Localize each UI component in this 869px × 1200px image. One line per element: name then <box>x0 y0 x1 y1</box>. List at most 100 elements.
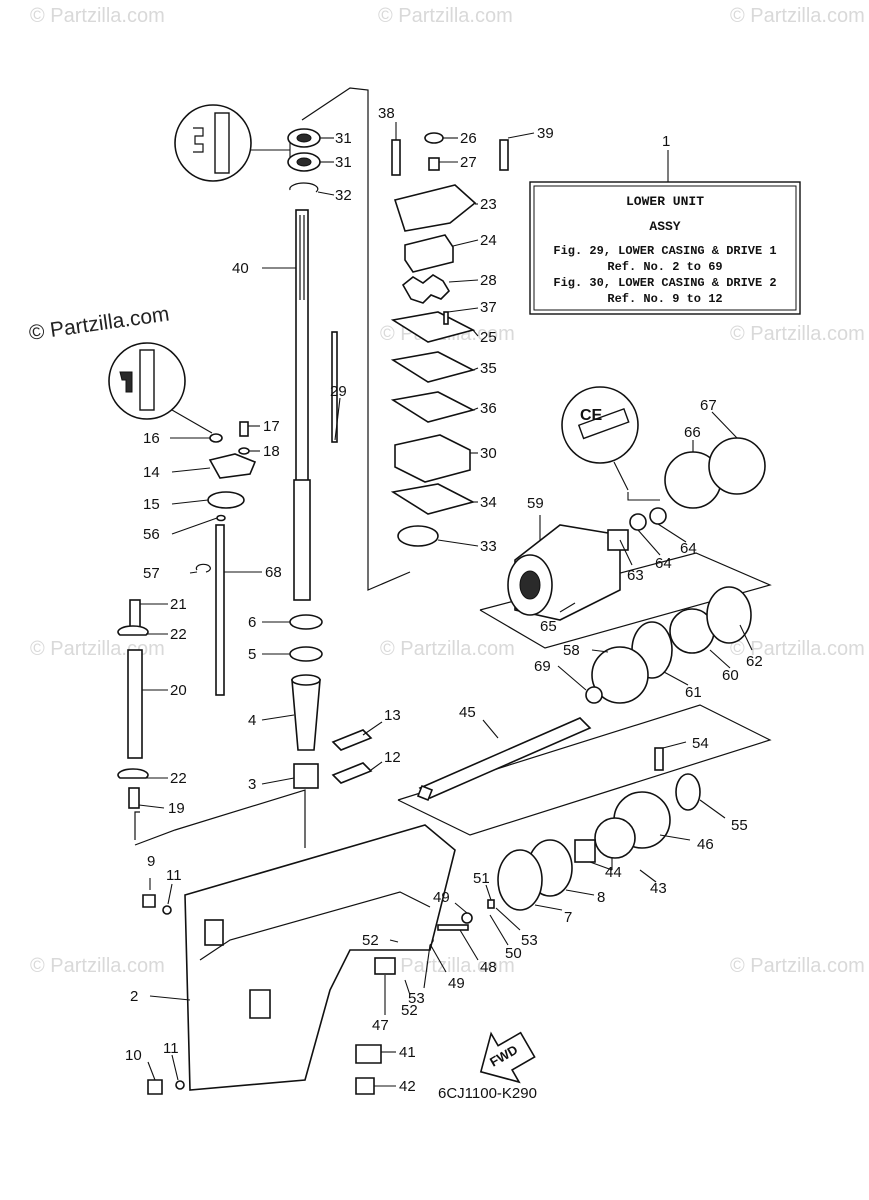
callout-29: 29 <box>330 383 347 400</box>
watermark-text: © Partzilla.com <box>30 638 165 660</box>
callout-19: 19 <box>168 800 185 817</box>
callout-11: 11 <box>163 1040 179 1057</box>
callout-39: 39 <box>537 125 554 142</box>
callout-41: 41 <box>399 1044 416 1061</box>
title-box-line: Ref. No. 2 to 69 <box>607 260 722 274</box>
group-outlines <box>134 87 772 848</box>
water-pump-stack <box>390 132 509 547</box>
callout-65: 65 <box>540 618 557 635</box>
callout-9: 9 <box>147 853 155 870</box>
watermark-text: © Partzilla.com <box>30 955 165 977</box>
callout-7: 7 <box>564 909 572 926</box>
callout-27: 27 <box>460 154 477 171</box>
callout-59: 59 <box>527 495 544 512</box>
callout-42: 42 <box>399 1078 416 1095</box>
callout-60: 60 <box>722 667 739 684</box>
callout-25: 25 <box>480 329 497 346</box>
lower-gear-group <box>497 747 701 911</box>
fwd-arrow: FWD <box>479 1031 536 1084</box>
callout-1: 1 <box>662 133 670 150</box>
callout-55: 55 <box>731 817 748 834</box>
callout-40: 40 <box>232 260 249 277</box>
watermark-text: © Partzilla.com <box>380 955 515 977</box>
callout-23: 23 <box>480 196 497 213</box>
callout-47: 47 <box>372 1017 389 1034</box>
callout-52: 52 <box>401 1002 418 1019</box>
callout-2: 2 <box>130 988 138 1005</box>
lower-casing <box>184 824 456 1091</box>
callout-51: 51 <box>473 870 490 887</box>
diagram-code: 6CJ1100-K290 <box>438 1085 537 1102</box>
callout-63: 63 <box>627 567 644 584</box>
callout-61: 61 <box>685 684 702 701</box>
callout-5: 5 <box>248 646 256 663</box>
callout-13: 13 <box>384 707 401 724</box>
watermark-text: © Partzilla.com <box>730 5 865 27</box>
title-box-title: LOWER UNIT <box>626 194 704 209</box>
callout-31: 31 <box>335 154 352 171</box>
small-parts-group <box>142 894 495 1095</box>
callout-16: 16 <box>143 430 160 447</box>
callout-56: 56 <box>143 526 160 543</box>
callout-labels: 31 31 32 40 38 26 27 39 23 24 28 37 25 3… <box>125 105 763 1095</box>
callout-50: 50 <box>505 945 522 962</box>
callout-62: 62 <box>746 653 763 670</box>
callout-18: 18 <box>263 443 280 460</box>
title-box: 1 LOWER UNIT ASSY Fig. 29, LOWER CASING … <box>529 133 801 315</box>
watermark-text: © Partzilla.com <box>730 323 865 345</box>
detail-circle-right: CE <box>561 386 660 501</box>
callout-24: 24 <box>480 232 497 249</box>
callout-67: 67 <box>700 397 717 414</box>
title-box-line: Ref. No. 9 to 12 <box>607 292 722 306</box>
title-box-line: Fig. 29, LOWER CASING & DRIVE 1 <box>553 244 776 258</box>
callout-28: 28 <box>480 272 497 289</box>
shift-rod-group <box>117 331 338 809</box>
callout-20: 20 <box>170 682 187 699</box>
propeller-shaft <box>416 717 592 802</box>
callout-36: 36 <box>480 400 497 417</box>
callout-64: 64 <box>655 555 672 572</box>
callout-22: 22 <box>170 626 187 643</box>
detail-circle-top <box>174 104 291 182</box>
callout-48: 48 <box>480 959 497 976</box>
callout-57: 57 <box>143 565 160 582</box>
callout-35: 35 <box>480 360 497 377</box>
callout-26: 26 <box>460 130 477 147</box>
callout-14: 14 <box>143 464 160 481</box>
callout-22: 22 <box>170 770 187 787</box>
callout-49: 49 <box>433 889 450 906</box>
watermark-text: © Partzilla.com <box>380 638 515 660</box>
callout-17: 17 <box>263 418 280 435</box>
callout-34: 34 <box>480 494 497 511</box>
callout-64: 64 <box>680 540 697 557</box>
callout-54: 54 <box>692 735 709 752</box>
callout-49: 49 <box>448 975 465 992</box>
callout-8: 8 <box>597 889 605 906</box>
watermark-text: © Partzilla.com <box>30 5 165 27</box>
watermark-text: © Partzilla.com <box>730 955 865 977</box>
callout-30: 30 <box>480 445 497 462</box>
callout-53: 53 <box>408 990 425 1007</box>
title-box-subtitle: ASSY <box>649 219 680 234</box>
callout-44: 44 <box>605 864 622 881</box>
callout-46: 46 <box>697 836 714 853</box>
callout-66: 66 <box>684 424 701 441</box>
callout-52: 52 <box>362 932 379 949</box>
title-box-line: Fig. 30, LOWER CASING & DRIVE 2 <box>553 276 776 290</box>
svg-text:CE: CE <box>580 407 603 424</box>
callout-37: 37 <box>480 299 497 316</box>
callout-31: 31 <box>335 130 352 147</box>
callout-4: 4 <box>248 712 256 729</box>
drive-shaft <box>293 209 311 601</box>
callout-10: 10 <box>125 1047 142 1064</box>
callout-32: 32 <box>335 187 352 204</box>
callout-43: 43 <box>650 880 667 897</box>
upper-bearings <box>287 128 321 193</box>
watermark-main: © Partzilla.com <box>27 302 170 344</box>
callout-12: 12 <box>384 749 401 766</box>
leader-lines <box>138 122 753 1087</box>
watermark-text: © Partzilla.com <box>378 5 513 27</box>
detail-circle-left <box>108 342 213 434</box>
callout-6: 6 <box>248 614 256 631</box>
